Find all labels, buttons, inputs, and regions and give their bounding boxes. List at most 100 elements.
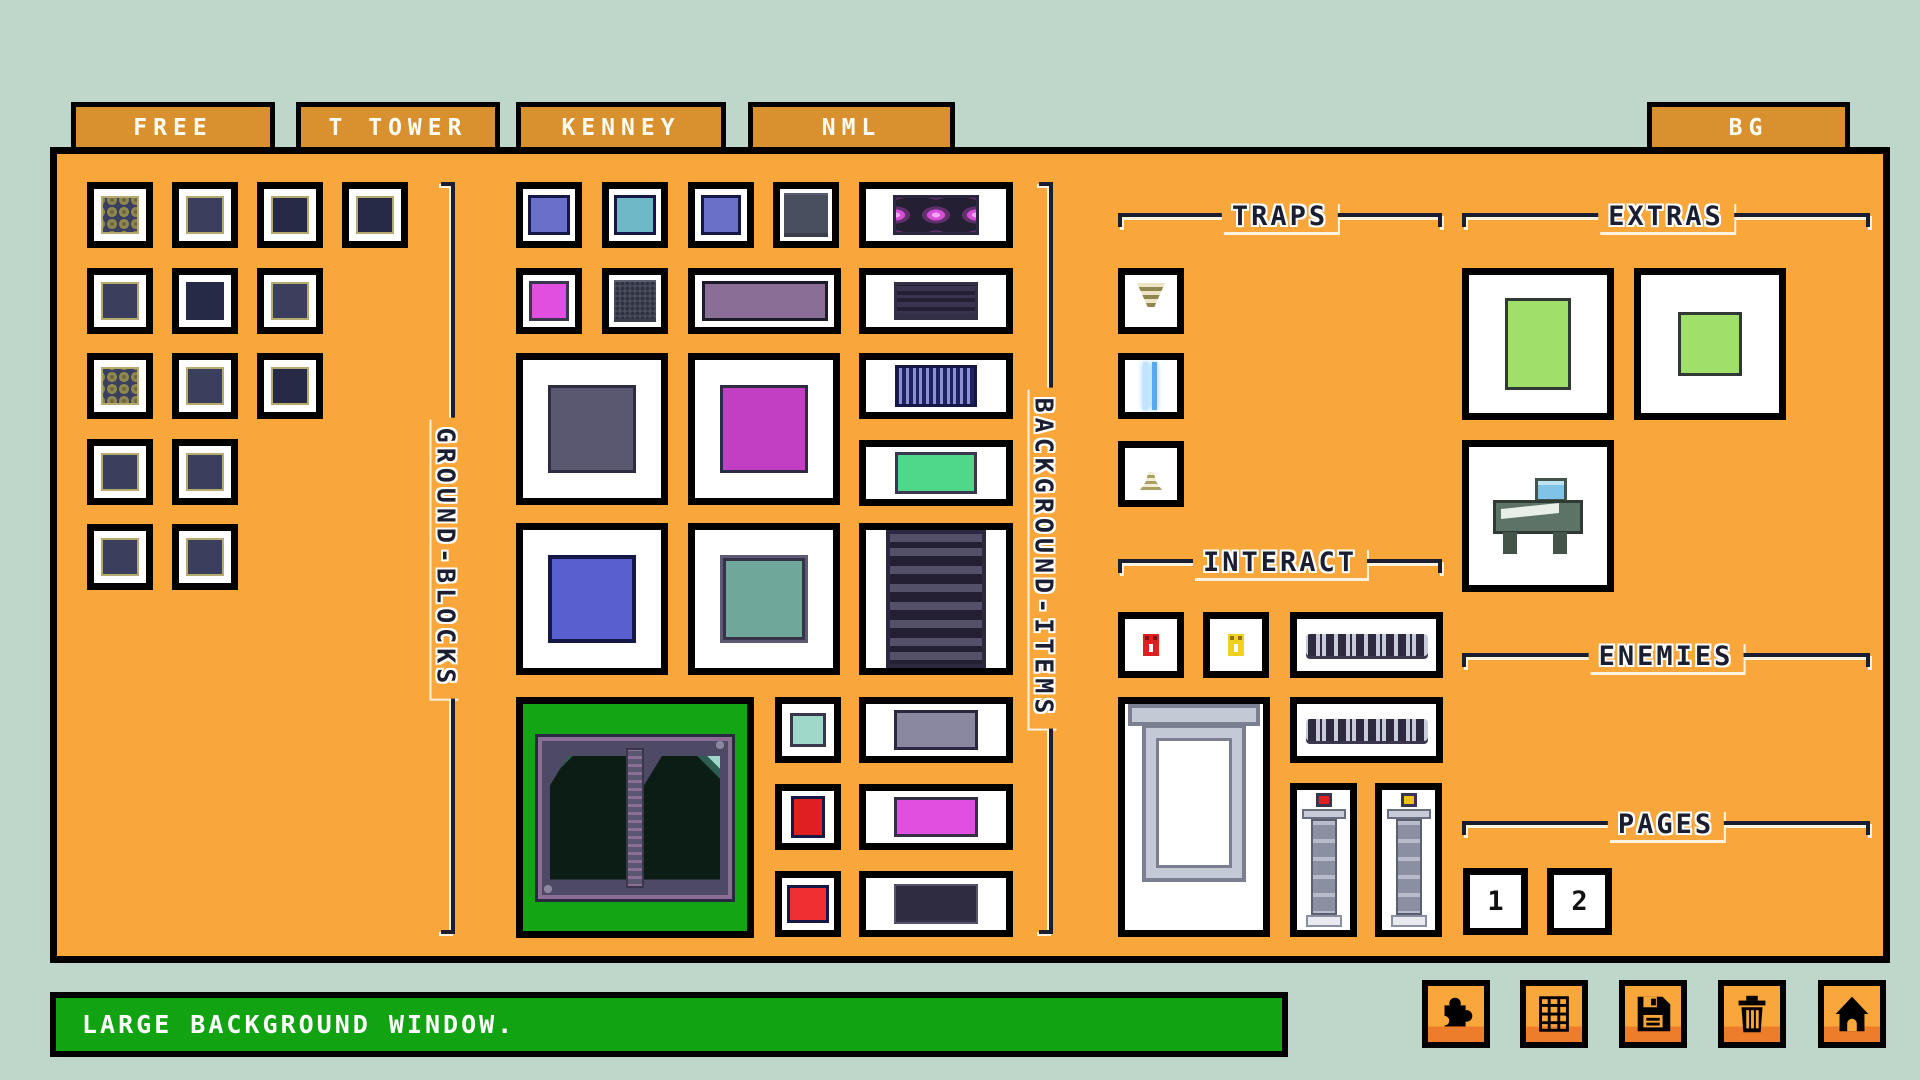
tile-ground-solid-dark[interactable] [172,268,238,334]
tile-indicator-device[interactable] [775,871,841,937]
dark-window-sprite [720,555,808,643]
tile-server-rack[interactable] [859,523,1013,675]
tile-ground-edge-top[interactable] [172,182,238,248]
printer-leg [1553,532,1567,554]
tile-ground-edge-bottom[interactable] [172,353,238,419]
metal-door-sprite [1132,708,1256,878]
trash-button[interactable] [1718,980,1786,1048]
tile-large-cabinet[interactable] [516,353,668,505]
background-items-label: BACKGROUND-ITEMS [1029,387,1059,729]
server-rack-sprite [886,530,986,668]
tile-ground-corner-bottom-right[interactable] [257,353,323,419]
tile-laser-beam[interactable] [1118,353,1184,419]
tile-light-panel[interactable] [859,182,1013,248]
extras-header: EXTRAS [1462,201,1870,232]
tile-hover-platform[interactable] [1290,612,1443,678]
tile-blue-cabinet[interactable] [516,182,582,248]
tile-dark-window[interactable] [688,523,840,675]
hover-platform-alt-sprite [1305,719,1428,741]
tile-printer-machine[interactable] [1462,440,1614,592]
home-button[interactable] [1818,980,1886,1048]
tile-small-window[interactable] [775,697,841,763]
puzzle-button[interactable] [1422,980,1490,1048]
tile-ground-pipe-top-right[interactable] [172,439,238,505]
enemies-header-label: ENEMIES [1588,641,1744,672]
tile-riveted-plate[interactable] [602,268,668,334]
window-center-spine [626,747,644,888]
tile-ground-pipe-top-left[interactable] [87,439,153,505]
grid-button[interactable] [1520,980,1588,1048]
tile-hover-platform-alt[interactable] [1290,697,1443,763]
tile-terminal-machine[interactable] [1462,268,1614,420]
tile-ground-corner-top-right[interactable] [257,182,323,248]
tile-ground-pipe-bottom-left[interactable] [87,524,153,590]
tab-nml[interactable]: NML [748,102,955,154]
tile-code-monitor[interactable] [516,523,668,675]
long-vent-sprite [701,281,828,321]
tile-ground-corner-bottom-left[interactable] [87,353,153,419]
tile-blank-plate[interactable] [859,871,1013,937]
tile-large-background-window-selected[interactable] [516,697,754,938]
pillar-shaft [1395,819,1422,915]
tile-ground-corner-top-left[interactable] [87,182,153,248]
tab-free[interactable]: FREE [71,102,275,154]
ground-edge-right-sprite [271,282,309,320]
tile-ground-pipe-bottom-right[interactable] [172,524,238,590]
tile-vent-console[interactable] [859,268,1013,334]
page-button-1[interactable]: 1 [1463,868,1528,935]
tile-button-console[interactable] [859,697,1013,763]
dispenser-machine-sprite [1678,312,1742,376]
page-2-label: 2 [1571,886,1588,917]
tile-gray-block[interactable] [773,182,839,248]
ground-pipe-bottom-right-sprite [186,538,224,576]
tile-magenta-screen[interactable] [516,268,582,334]
code-monitor-sprite [548,555,636,643]
blue-shelf-sprite [701,195,741,235]
tile-dark-display[interactable] [859,440,1013,506]
tile-ground-block-small[interactable] [342,182,408,248]
status-text: LARGE BACKGROUND WINDOW. [82,1010,516,1039]
blank-plate-sprite [894,884,978,924]
tile-control-panel[interactable] [859,784,1013,850]
ground-pipe-top-right-sprite [186,453,224,491]
tile-metal-door[interactable] [1118,697,1270,937]
tile-double-locker[interactable] [602,182,668,248]
tile-ground-edge-left[interactable] [87,268,153,334]
indicator-device-sprite [787,885,829,923]
tile-ceiling-drill[interactable] [1118,268,1184,334]
tile-pillar-red-light[interactable] [1290,783,1357,937]
tab-t-tower-label: T TOWER [328,115,468,141]
tile-keypad-panel[interactable] [688,353,840,505]
pages-header: PAGES [1462,809,1870,840]
ground-corner-top-left-sprite [101,196,139,234]
save-button[interactable] [1619,980,1687,1048]
status-bar: LARGE BACKGROUND WINDOW. [50,992,1288,1057]
vent-console-sprite [894,282,978,320]
puzzle-icon [1439,997,1473,1027]
page-button-2[interactable]: 2 [1547,868,1612,935]
tile-dispenser-machine[interactable] [1634,268,1786,420]
tab-kenney[interactable]: KENNEY [516,102,726,154]
pillar-yellow-sprite [1386,793,1431,927]
tile-long-vent[interactable] [688,268,841,334]
yellow-lamp [1400,793,1417,807]
traps-header: TRAPS [1118,201,1442,232]
tile-signal-device[interactable] [775,784,841,850]
keypad-panel-sprite [720,385,808,473]
ceiling-drill-sprite [1137,283,1165,307]
tile-red-switch[interactable] [1118,612,1184,678]
pillar-cap [1301,809,1346,819]
tile-ground-edge-right[interactable] [257,268,323,334]
ground-pipe-bottom-left-sprite [101,538,139,576]
tile-floor-mine[interactable] [1118,441,1184,507]
tile-yellow-switch[interactable] [1203,612,1269,678]
double-locker-sprite [614,195,656,235]
page-1-label: 1 [1487,886,1504,917]
enemies-header: ENEMIES [1462,641,1870,672]
tile-blue-display[interactable] [859,353,1013,419]
red-switch-sprite [1143,634,1159,656]
blue-display-sprite [895,365,977,407]
tile-pillar-yellow-light[interactable] [1375,783,1442,937]
tile-blue-shelf[interactable] [688,182,754,248]
window-pane-left [550,755,626,880]
